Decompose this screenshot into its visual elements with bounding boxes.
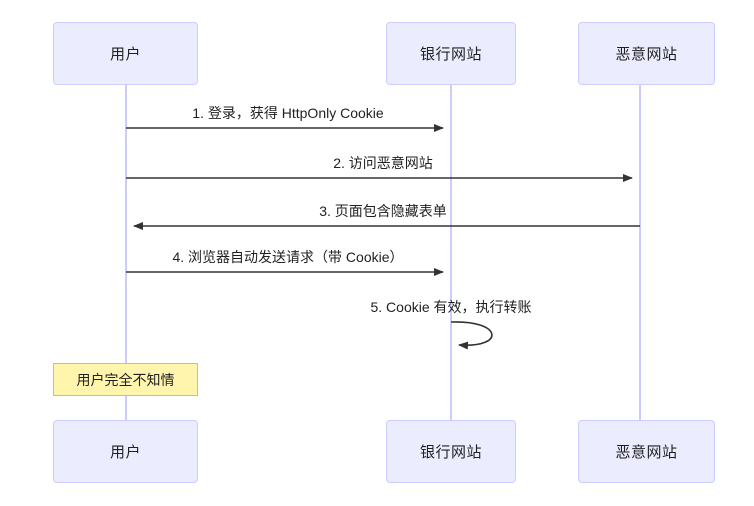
actor-label: 银行网站: [419, 444, 482, 461]
actor-box-bottom-bank[interactable]: 银行网站: [386, 420, 516, 483]
actor-box-bottom-evil[interactable]: 恶意网站: [578, 420, 715, 483]
note-user-unaware: 用户完全不知情: [53, 363, 198, 396]
actor-label: 用户: [109, 444, 141, 461]
actor-box-top-user[interactable]: 用户: [53, 22, 198, 85]
actor-label: 银行网站: [419, 46, 482, 63]
actor-box-top-bank[interactable]: 银行网站: [386, 22, 516, 85]
actor-label: 恶意网站: [615, 46, 678, 63]
message-arrows: [126, 124, 640, 350]
note-label: 用户完全不知情: [76, 371, 175, 388]
actor-box-bottom-user[interactable]: 用户: [53, 420, 198, 483]
message-label-3: 3. 页面包含隐藏表单: [319, 203, 447, 219]
message-label-5: 5. Cookie 有效，执行转账: [370, 299, 532, 315]
message-arrow-5-self-loop: [450, 321, 493, 350]
message-label-2: 2. 访问恶意网站: [333, 155, 433, 171]
message-label-4: 4. 浏览器自动发送请求（带 Cookie）: [172, 249, 404, 265]
message-label-1: 1. 登录，获得 HttpOnly Cookie: [192, 105, 384, 121]
actor-label: 用户: [109, 46, 141, 63]
actor-label: 恶意网站: [615, 444, 678, 461]
actor-box-top-evil[interactable]: 恶意网站: [578, 22, 715, 85]
